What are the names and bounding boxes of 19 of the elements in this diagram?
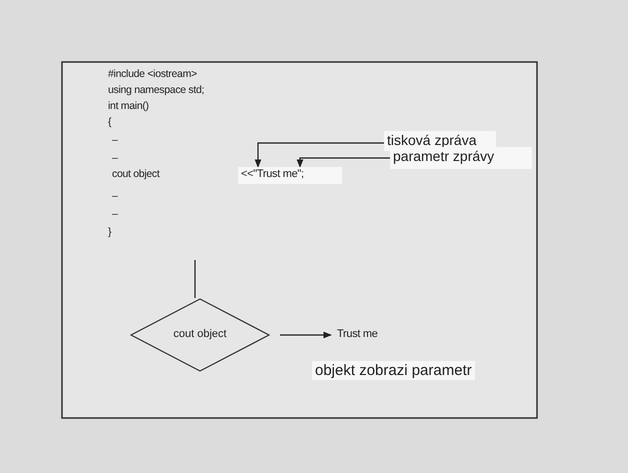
code-line: –	[112, 190, 118, 202]
output-text: Trust me	[334, 327, 394, 343]
code-line: {	[108, 116, 112, 128]
code-line: –	[112, 208, 118, 220]
code-line: }	[108, 226, 112, 238]
code-line: using namespace std;	[108, 84, 204, 96]
code-line: cout object	[112, 168, 160, 180]
code-text: <<"Trust me";	[238, 167, 342, 184]
decision-label: cout object	[172, 328, 228, 340]
connector-line	[194, 260, 196, 298]
arrow	[280, 332, 332, 338]
code-line: #include <iostream>	[108, 68, 197, 80]
caption-text: objekt zobrazi parametr	[312, 361, 475, 380]
arrow	[254, 142, 384, 168]
arrow	[296, 157, 390, 168]
code-line: –	[112, 134, 118, 146]
callout-text: parametr zprávy	[390, 147, 532, 169]
code-line: int main()	[108, 100, 149, 112]
code-line: –	[112, 152, 118, 164]
